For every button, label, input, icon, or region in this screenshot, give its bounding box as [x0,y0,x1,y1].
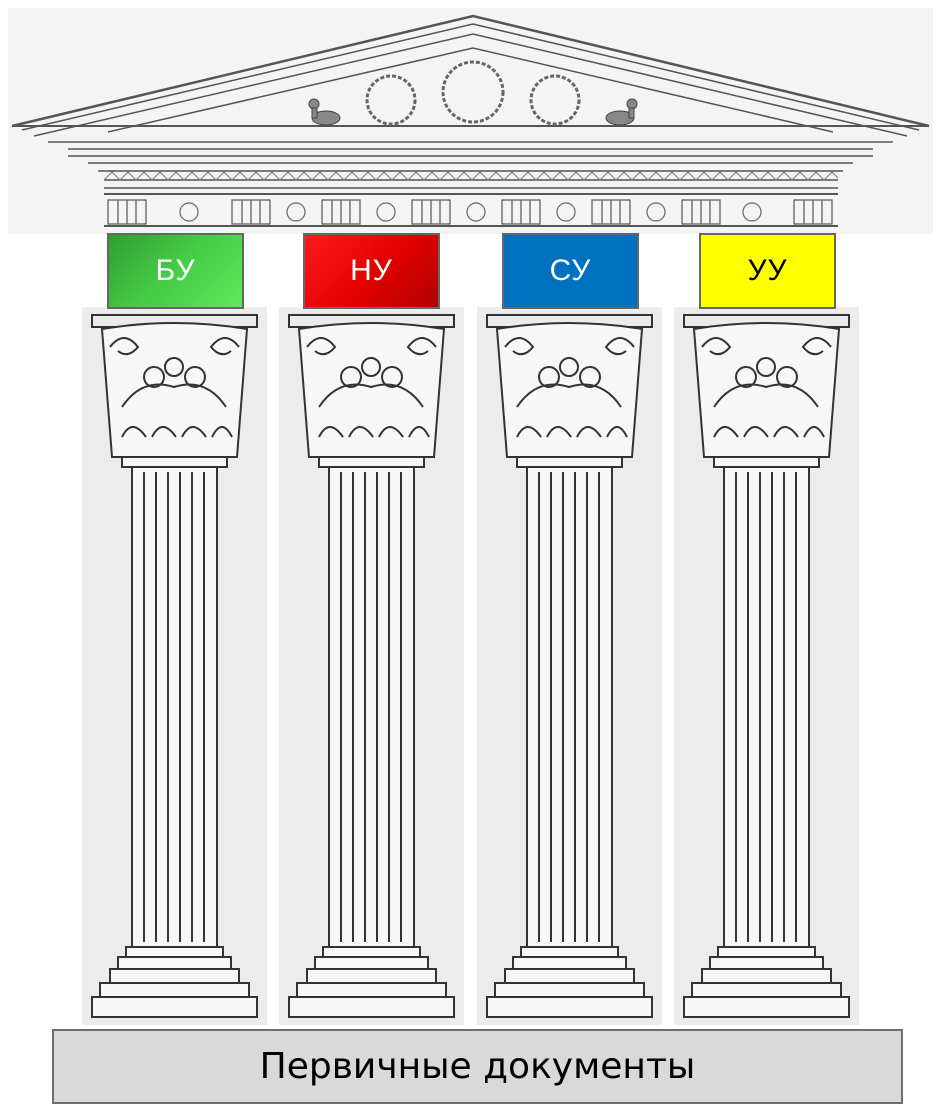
column-label-uu: УУ [699,233,836,309]
column [674,307,859,1025]
column-label-text: СУ [550,254,592,288]
foundation-label: Первичные документы [260,1046,696,1087]
column-label-bu: БУ [107,233,244,309]
column [82,307,267,1025]
column [477,307,662,1025]
column-label-su: СУ [502,233,639,309]
column-label-text: НУ [350,254,393,288]
column-label-nu: НУ [303,233,440,309]
centaur-icon [309,99,340,125]
laurel-wreath-icon [531,76,579,124]
column-label-text: УУ [747,254,787,288]
column [279,307,464,1025]
corinthian-column-icon [674,307,859,1025]
corinthian-column-icon [82,307,267,1025]
column-label-text: БУ [155,254,195,288]
laurel-wreath-icon [367,76,415,124]
laurel-wreath-icon [443,62,503,122]
corinthian-column-icon [477,307,662,1025]
centaur-icon [606,99,637,125]
corinthian-column-icon [279,307,464,1025]
pediment [8,8,933,234]
foundation-block: Первичные документы [52,1029,903,1104]
